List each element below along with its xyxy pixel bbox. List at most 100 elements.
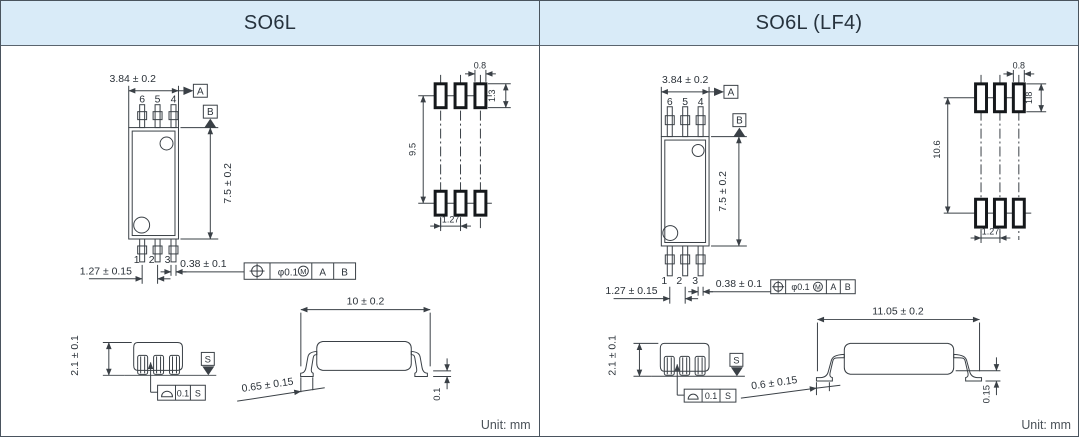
position-tolerance-frame: φ0.1 M A B [770,279,856,295]
dim-lead-pitch: 1.27 ± 0.15 [605,286,657,297]
land-pattern: 10.6 0.8 1.8 1.27 [932,60,1047,243]
seating-tolerance-value: 0.1 [177,389,189,399]
pads [433,82,488,217]
dim-package-height: 2.1 ± 0.1 [608,335,619,376]
position-symbol-icon [772,280,785,293]
datum-b-label: B [207,107,214,118]
pin-3-label: 3 [692,276,698,287]
dim-pad-width: 0.8 [1013,60,1025,70]
dim-pad-height: 1.8 [1024,92,1034,104]
svg-text:A: A [830,282,836,292]
dim-pad-pitch: 1.27 [982,227,999,237]
side-view-body [843,342,955,375]
dim-lead-pitch: 1.27 ± 0.15 [80,266,132,277]
end-view: 2.1 ± 0.1 S 0.1 S [70,335,217,401]
pin1-mark [662,225,679,241]
end-view-leads [663,355,706,376]
mmc-modifier-icon [297,265,309,277]
front-view: 3.84 ± 0.2 A B 6 5 4 [605,75,856,304]
index-mark [159,136,174,151]
seating-plane-symbol-icon [687,393,699,400]
panel-title-so6l-lf4: SO6L (LF4) [540,1,1078,46]
front-view: 3.84 ± 0.2 A B 6 5 4 [80,74,357,284]
pin-1-label: 1 [134,255,140,266]
panel-so6l: SO6L 3.84 ± 0.2 A B [1,1,539,436]
unit-label: Unit: mm [1021,418,1071,432]
bottom-leads [137,238,179,263]
land-pattern: 9.5 0.8 1.3 1.27 [407,60,511,232]
dim-lead-width: 0.38 ± 0.1 [180,259,227,270]
dim-standoff: 0.1 [432,388,443,401]
seating-plane-symbol-icon [161,390,173,398]
mmc-modifier-icon [812,281,823,292]
package-body [128,127,179,240]
gullwing-lead-right [953,353,983,382]
unit-label: Unit: mm [481,418,531,432]
dim-pad-width: 0.8 [474,60,486,70]
side-view-body [316,340,412,371]
side-view: 10 ± 0.2 0.65 ± 0.15 0.1 [237,297,452,402]
pin-6-label: 6 [667,97,673,108]
svg-text:B: B [341,267,348,278]
dim-overall-length: 11.05 ± 0.2 [872,307,924,318]
end-view-body [133,341,183,371]
drawing-so6l: 3.84 ± 0.2 A B 6 5 4 [70,60,531,432]
dim-overall-length: 10 ± 0.2 [347,297,385,308]
pin-2-label: 2 [149,255,155,266]
gullwing-lead-left [815,353,845,382]
gullwing-lead-right [410,350,428,378]
tolerance-value: φ0.1 [278,267,299,278]
dim-body-height: 7.5 ± 0.2 [718,171,729,212]
pin-6-label: 6 [139,95,145,106]
tolerance-value: φ0.1 [791,282,809,292]
dim-body-width: 3.84 ± 0.2 [662,75,709,86]
dim-pad-pitch: 1.27 [442,215,459,225]
pin-5-label: 5 [155,95,161,106]
svg-text:S: S [725,391,731,401]
datum-b-arrow-icon [204,118,217,128]
dim-row-span: 9.5 [407,143,418,156]
datum-a-arrow-icon [183,86,194,95]
svg-text:S: S [195,389,201,399]
dim-body-height: 7.5 ± 0.2 [223,163,234,204]
position-tolerance-frame: φ0.1 M A B [243,262,357,280]
datum-b-label: B [736,116,743,127]
bottom-leads [664,245,706,277]
position-symbol-icon [249,263,265,279]
dim-body-width: 3.84 ± 0.2 [110,74,157,85]
pin-2-label: 2 [676,276,682,287]
dim-row-span: 10.6 [932,140,943,158]
datum-b-arrow-icon [733,127,746,137]
seating-tolerance-value: 0.1 [705,391,717,401]
datum-s-label: S [205,354,211,365]
package-body [660,136,710,247]
seating-plane-frame: 0.1 S [674,363,737,403]
datum-s-arrow-icon [202,366,215,376]
pin1-mark [133,216,151,234]
datum-a-label: A [197,86,204,97]
pin-4-label: 4 [171,95,177,106]
dim-lead-width: 0.38 ± 0.1 [716,279,763,290]
end-view-body [659,342,710,372]
datum-s-label: S [733,355,739,366]
dim-foot-length: 0.6 ± 0.15 [751,375,799,392]
svg-text:M: M [815,284,821,291]
gullwing-lead-left [300,350,318,378]
svg-text:M: M [300,267,306,276]
panel-so6l-lf4: SO6L (LF4) 3.84 ± 0.2 A B [539,1,1078,436]
drawing-so6l-lf4: 3.84 ± 0.2 A B 6 5 4 [605,60,1071,432]
pin-3-label: 3 [165,255,171,266]
seating-plane-frame: 0.1 S [147,362,206,401]
datum-a-arrow-icon [714,87,724,97]
pin-1-label: 1 [661,276,667,287]
dim-pad-height: 1.3 [487,90,497,102]
svg-text:B: B [845,282,851,292]
pads [974,82,1026,229]
end-view-leads [137,354,180,375]
pin-4-label: 4 [698,97,704,108]
index-mark [691,144,705,157]
side-view: 11.05 ± 0.2 0.6 ± 0.15 0.15 [740,307,1001,403]
end-view: 2.1 ± 0.1 S 0.1 S [608,335,745,403]
top-leads [137,104,179,129]
